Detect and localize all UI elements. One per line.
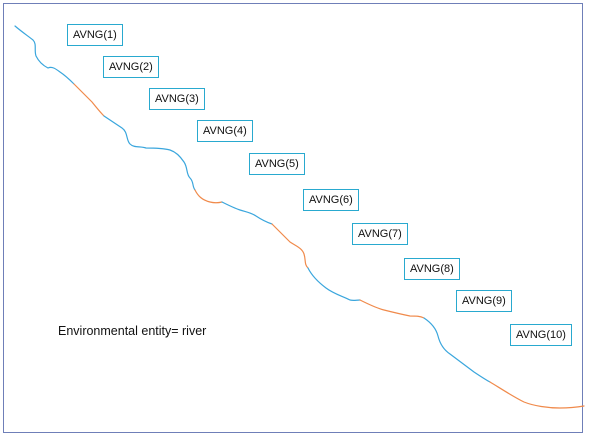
environmental-entity-caption: Environmental entity= river xyxy=(58,324,207,338)
diagram-frame xyxy=(3,3,583,433)
river-segment-2 xyxy=(73,83,105,117)
avng-label-9: AVNG(9) xyxy=(456,290,512,312)
river-segment-7 xyxy=(307,267,361,302)
river-segment-3 xyxy=(103,115,196,191)
river-segment-8 xyxy=(359,299,425,319)
avng-label-4: AVNG(4) xyxy=(197,120,253,142)
river-segment-5 xyxy=(221,201,273,225)
river-segment-10 xyxy=(489,381,585,409)
avng-label-1: AVNG(1) xyxy=(67,24,123,46)
river-segment-9 xyxy=(423,317,491,383)
avng-label-10: AVNG(10) xyxy=(510,324,572,346)
river-segment-4 xyxy=(194,189,223,204)
avng-label-6: AVNG(6) xyxy=(303,189,359,211)
river-segment-1 xyxy=(14,25,75,85)
avng-label-7: AVNG(7) xyxy=(352,223,408,245)
river-segment-6 xyxy=(271,223,309,269)
avng-label-2: AVNG(2) xyxy=(103,56,159,78)
avng-label-8: AVNG(8) xyxy=(404,258,460,280)
avng-label-3: AVNG(3) xyxy=(149,88,205,110)
avng-label-5: AVNG(5) xyxy=(249,153,305,175)
